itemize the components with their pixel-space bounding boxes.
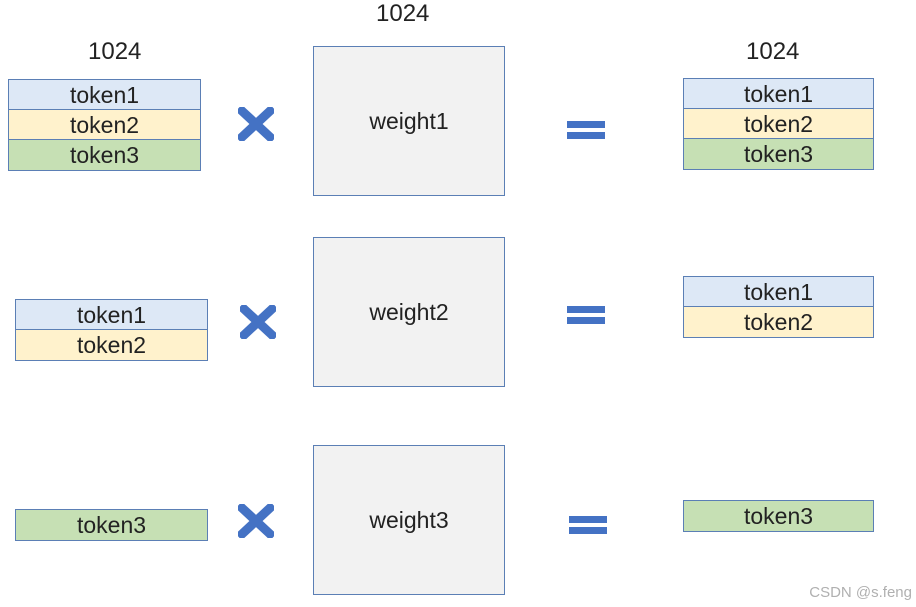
multiply-icon (238, 504, 274, 538)
equals-icon (567, 121, 605, 139)
multiply-icon (238, 107, 274, 141)
token-cell: token2 (16, 330, 207, 360)
multiply-icon (240, 305, 276, 339)
token-cell: token1 (684, 79, 873, 109)
equals-icon (569, 516, 607, 534)
token-cell: token2 (9, 110, 200, 140)
input-dim-label: 1024 (88, 38, 142, 65)
output-stack-2: token1 token2 (683, 276, 874, 338)
input-stack-1: token1 token2 token3 (8, 79, 201, 171)
token-cell: token1 (9, 80, 200, 110)
token-cell: token3 (9, 140, 200, 170)
token-cell: token1 (16, 300, 207, 330)
watermark: CSDN @s.feng (809, 584, 912, 601)
token-cell: token3 (684, 501, 873, 531)
token-cell: token1 (684, 277, 873, 307)
output-stack-3: token3 (683, 500, 874, 532)
output-stack-1: token1 token2 token3 (683, 78, 874, 170)
equals-icon (567, 306, 605, 324)
token-cell: token2 (684, 109, 873, 139)
output-dim-label: 1024 (746, 38, 800, 65)
token-cell: token3 (684, 139, 873, 169)
weight-matrix-2: weight2 (313, 237, 505, 387)
weight-matrix-3: weight3 (313, 445, 505, 595)
weight-matrix-1: weight1 (313, 46, 505, 196)
input-stack-3: token3 (15, 509, 208, 541)
token-cell: token3 (16, 510, 207, 540)
weight-dim-label: 1024 (376, 0, 430, 27)
token-cell: token2 (684, 307, 873, 337)
input-stack-2: token1 token2 (15, 299, 208, 361)
